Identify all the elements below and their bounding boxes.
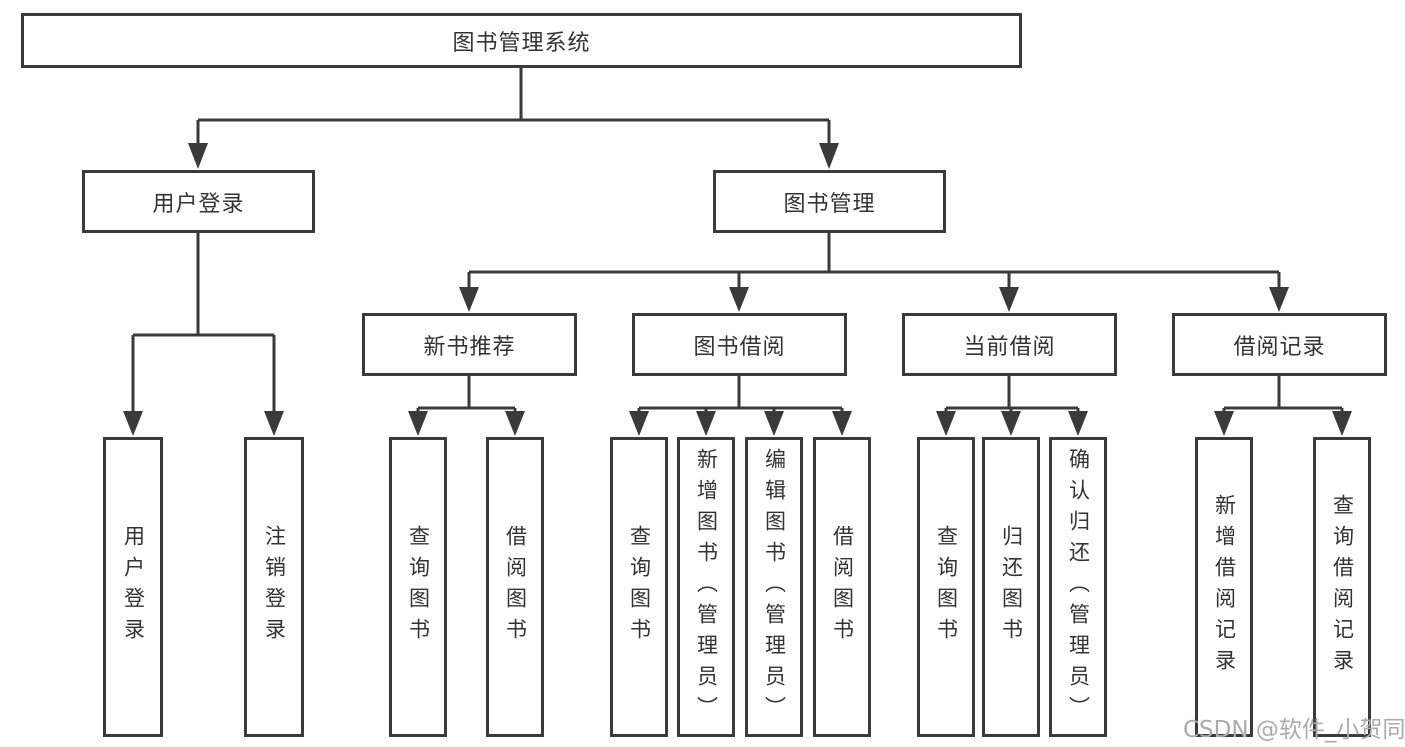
- node-root-system: 图书管理系统: [21, 13, 1022, 68]
- node-new-book-recommend: 新书推荐: [362, 313, 577, 376]
- leaf-query-books-borrow: 查询图书: [610, 437, 668, 737]
- leaf-logout: 注销登录: [244, 437, 304, 737]
- leaf-query-books-current: 查询图书: [917, 437, 975, 737]
- leaf-query-books-recommend: 查询图书: [389, 437, 447, 737]
- leaf-add-books-admin: 新增图书（管理员）: [677, 437, 735, 737]
- connector-arrowheads: [123, 143, 1352, 436]
- leaf-confirm-return-admin: 确认归还（管理员）: [1049, 437, 1107, 737]
- leaf-add-borrow-record: 新增借阅记录: [1195, 437, 1253, 737]
- node-borrow-records: 借阅记录: [1172, 313, 1387, 376]
- node-current-borrow: 当前借阅: [902, 313, 1117, 376]
- node-user-login: 用户登录: [82, 170, 315, 233]
- leaf-user-login: 用户登录: [103, 437, 163, 737]
- watermark-text: CSDN @软件_小贺同学: [1183, 717, 1405, 743]
- leaf-edit-books-admin: 编辑图书（管理员）: [745, 437, 803, 737]
- leaf-borrow-books: 借阅图书: [813, 437, 871, 737]
- leaf-borrow-books-recommend: 借阅图书: [486, 437, 544, 737]
- node-book-borrow: 图书借阅: [632, 313, 847, 376]
- leaf-return-books: 归还图书: [982, 437, 1040, 737]
- leaf-query-borrow-record: 查询借阅记录: [1313, 437, 1371, 737]
- node-book-management: 图书管理: [713, 170, 946, 233]
